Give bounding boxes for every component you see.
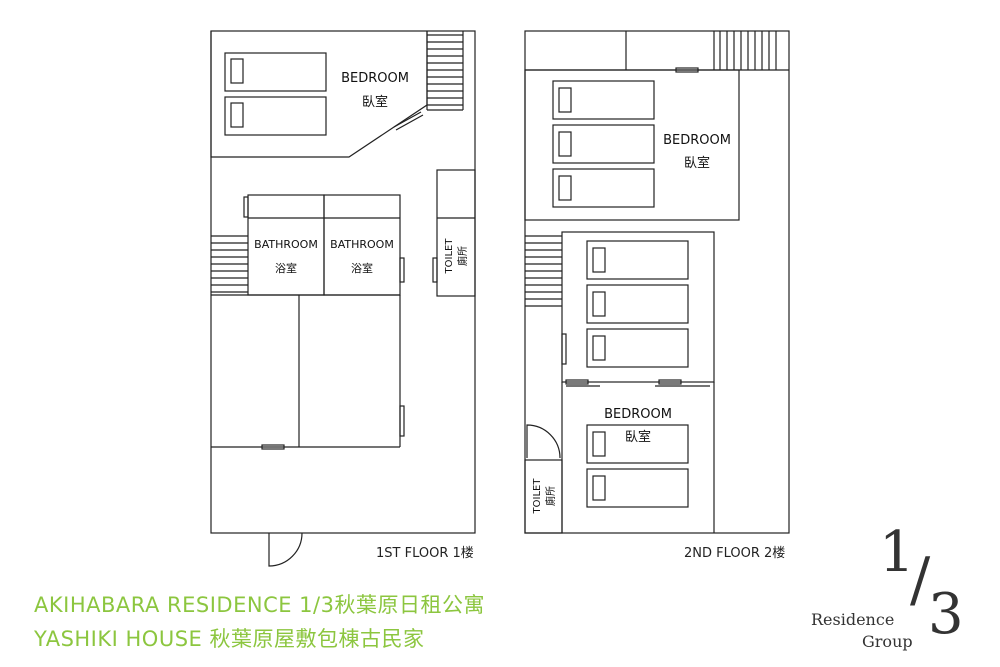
- bed: [586, 424, 689, 464]
- second-floor-bedroom-top: [524, 69, 740, 221]
- toilet-label-en: TOILET: [444, 238, 455, 275]
- first-floor-stairs-left: [211, 235, 248, 293]
- pillow: [592, 475, 606, 501]
- floor-plan-diagram: BEDROOM 臥室 BATHROOM 浴室 BATHROOM 浴室 TOILE…: [210, 30, 790, 567]
- pillow: [230, 58, 244, 84]
- bed: [552, 168, 655, 208]
- pillow: [592, 431, 606, 457]
- bedroom-label-zh: 臥室: [625, 429, 651, 445]
- bedroom-label-zh: 臥室: [684, 155, 710, 171]
- toilet-label-zh: 廁所: [544, 486, 557, 506]
- pillow: [558, 175, 572, 201]
- bed: [586, 284, 689, 324]
- bed: [586, 468, 689, 508]
- pillow: [230, 102, 244, 128]
- bathroom-label-zh: 浴室: [351, 261, 373, 275]
- pillow: [558, 87, 572, 113]
- bed: [552, 124, 655, 164]
- logo-numeral-three: 3: [928, 582, 964, 647]
- bed: [586, 240, 689, 280]
- toilet-label-zh: 廁所: [456, 246, 469, 266]
- toilet-door: [526, 424, 561, 459]
- second-floor-bedroom-middle: [561, 231, 715, 383]
- bed: [552, 80, 655, 120]
- bedroom-label-zh: 臥室: [362, 94, 388, 110]
- pillow: [592, 335, 606, 361]
- first-floor-stairs-top: [427, 31, 464, 111]
- first-floor-label: 1ST FLOOR 1楼: [376, 546, 474, 561]
- first-floor-toilet: [436, 169, 476, 297]
- bathroom-label-zh: 浴室: [275, 261, 297, 275]
- title-line-2: YASHIKI HOUSE 秋葉原屋敷包棟古民家: [34, 627, 425, 651]
- second-floor-stairs-left: [525, 235, 562, 307]
- second-floor-outline: [524, 30, 790, 534]
- bedroom-label-en: BEDROOM: [604, 407, 672, 422]
- toilet-label-en: TOILET: [532, 478, 543, 515]
- bedroom-label-en: BEDROOM: [663, 133, 731, 148]
- logo-slash: /: [910, 545, 931, 615]
- bathroom-label-en: BATHROOM: [254, 238, 318, 251]
- logo-word-group: Group: [862, 632, 913, 651]
- pillow: [592, 247, 606, 273]
- first-floor-bedroom-wall: [210, 31, 428, 158]
- second-floor-toilet: [524, 459, 563, 534]
- bed: [224, 96, 327, 136]
- bathroom-label-en: BATHROOM: [330, 238, 394, 251]
- bed: [586, 328, 689, 368]
- entrance-door: [268, 532, 303, 567]
- pillow: [558, 131, 572, 157]
- second-floor-plan: [524, 30, 790, 534]
- second-floor-label: 2ND FLOOR 2楼: [684, 546, 786, 561]
- second-floor-stairs-top: [719, 31, 777, 70]
- bedroom-label-en: BEDROOM: [341, 71, 409, 86]
- pillow: [592, 291, 606, 317]
- first-floor-plan: [210, 30, 476, 567]
- bed: [224, 52, 327, 92]
- title-line-1: AKIHABARA RESIDENCE 1/3秋葉原日租公寓: [34, 593, 485, 617]
- logo-numeral-one: 1: [879, 520, 915, 585]
- logo-word-residence: Residence: [811, 610, 895, 629]
